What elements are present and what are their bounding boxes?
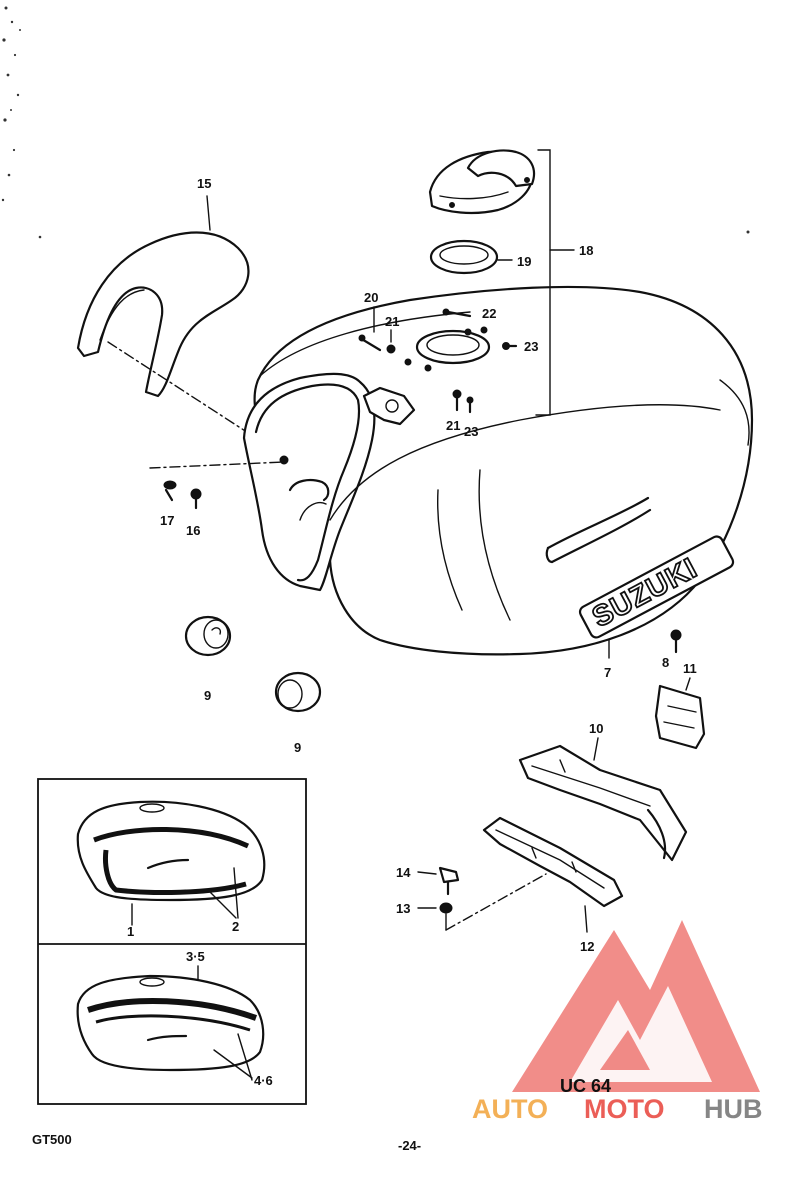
- label-3-5: 3·5: [186, 949, 205, 964]
- label-12: 12: [580, 939, 594, 954]
- label-23-bottom: 23: [464, 424, 478, 439]
- knee-pad-part: [76, 231, 250, 398]
- washer-13: [439, 902, 453, 914]
- label-23-top: 23: [524, 339, 538, 354]
- leader-11: [685, 677, 691, 691]
- leader-10: [593, 737, 599, 761]
- label-1: 1: [127, 924, 134, 939]
- label-14: 14: [396, 865, 411, 880]
- label-13: 13: [396, 901, 410, 916]
- bolt-16: [190, 488, 202, 510]
- fuel-cap: [428, 149, 536, 215]
- tank-variant-1: [76, 800, 266, 902]
- tank-variant-2: [76, 974, 265, 1072]
- bolt-14: [438, 866, 460, 896]
- screw-23-top: [502, 342, 518, 350]
- tank-mount-rubber-b: [274, 671, 322, 713]
- washer-21-top: [386, 344, 396, 354]
- label-17: 17: [160, 513, 174, 528]
- cap-gasket: [429, 239, 499, 275]
- footer-model: GT500: [32, 1132, 72, 1147]
- screw-8: [670, 629, 682, 654]
- screw-20: [358, 334, 382, 352]
- cushion-11: [654, 684, 706, 750]
- label-20: 20: [364, 290, 378, 305]
- fuel-tank: [242, 285, 754, 656]
- leader-12: [584, 905, 588, 933]
- watermark-moto: MOTO: [584, 1094, 665, 1124]
- bracket-18: [535, 149, 551, 416]
- strap-12: [482, 816, 624, 908]
- watermark-auto: AUTO: [472, 1094, 548, 1124]
- label-11: 11: [683, 661, 697, 676]
- label-16: 16: [186, 523, 200, 538]
- screw-23-bottom: [466, 396, 474, 414]
- label-4-6: 4·6: [254, 1073, 273, 1088]
- handwritten-stamp: UC 64: [560, 1076, 611, 1096]
- washer-21-bottom: [452, 389, 462, 412]
- automotohub-logo: [512, 920, 760, 1092]
- filler-fasteners: [404, 326, 488, 372]
- washer-17: [163, 480, 177, 502]
- label-2: 2: [232, 919, 239, 934]
- label-19: 19: [517, 254, 531, 269]
- tank-mount-rubber-a: [184, 615, 232, 657]
- leader-4-6a: [213, 1049, 253, 1079]
- guide-line-16-17: [149, 461, 285, 469]
- leader-4-6b: [237, 1033, 253, 1081]
- label-8: 8: [662, 655, 669, 670]
- label-18: 18: [579, 243, 593, 258]
- watermark-text: AUTO MOTO HUB: [472, 1094, 763, 1124]
- tank-bracket-10: [518, 744, 688, 862]
- scan-speckle: [1, 6, 750, 239]
- leader-2a: [209, 891, 237, 919]
- label-9-b: 9: [294, 740, 301, 755]
- leader-2b: [233, 867, 239, 919]
- label-22: 22: [482, 306, 496, 321]
- label-21-top: 21: [385, 314, 399, 329]
- footer-page-number: -24-: [398, 1138, 422, 1153]
- variant-inset-box: [37, 778, 307, 1105]
- label-10: 10: [589, 721, 603, 736]
- label-15: 15: [197, 176, 211, 191]
- label-7: 7: [604, 665, 611, 680]
- leader-14: [417, 871, 437, 875]
- watermark-hub: HUB: [704, 1094, 763, 1124]
- label-9-a: 9: [204, 688, 211, 703]
- label-21-bottom: 21: [446, 418, 460, 433]
- screw-22: [442, 308, 472, 318]
- leader-15: [206, 195, 211, 231]
- guide-line-13-12: [445, 873, 547, 931]
